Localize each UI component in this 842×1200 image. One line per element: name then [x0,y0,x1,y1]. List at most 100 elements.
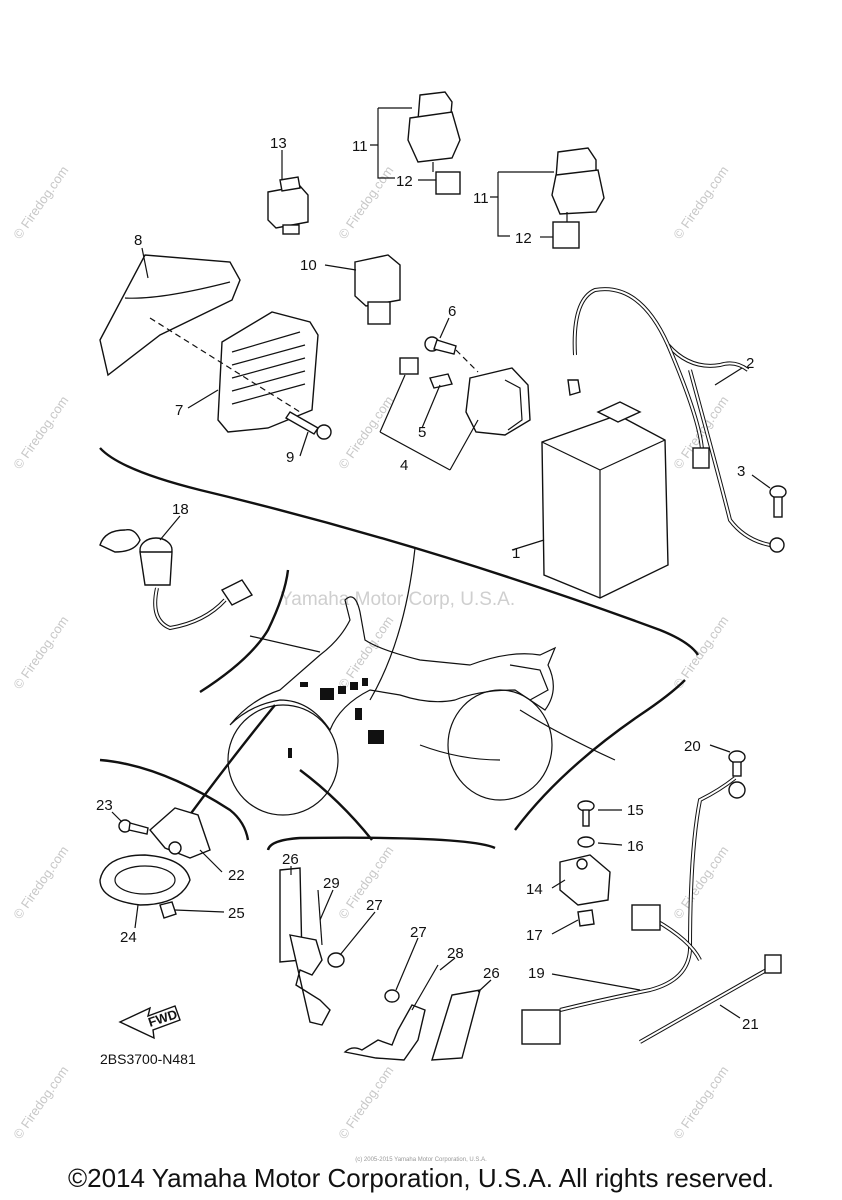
leader-lines [111,107,771,1019]
callout-16: 16 [627,838,644,855]
component-marker [320,688,334,700]
part-6-screw[interactable] [424,336,457,355]
callout-26-left: 26 [282,851,299,868]
small-print: (c) 2005-2015 Yamaha Motor Corporation, … [355,1157,487,1163]
watermark-site: © Firedog.com [335,163,396,242]
part-11-starter-relay-lower[interactable] [551,147,605,222]
callout-21: 21 [742,1016,759,1033]
part-22-horn-bracket[interactable] [149,807,211,859]
part-24-horn[interactable] [99,854,191,906]
callout-18: 18 [172,501,189,518]
callout-26-right: 26 [483,965,500,982]
part-29-bracket[interactable] [289,889,331,1026]
part-12-connector-lower[interactable] [552,221,580,249]
callout-8: 8 [134,232,142,249]
watermark-site: © Firedog.com [335,1063,396,1142]
socket-section-curve [199,569,290,694]
callout-12-lower: 12 [515,230,532,247]
callout-5: 5 [418,424,426,441]
leader-sensor [519,709,616,761]
callout-1: 1 [512,545,520,562]
watermark-site: © Firedog.com [10,163,71,242]
part-4-fuse-box-assembly[interactable] [399,357,531,436]
callout-7: 7 [175,402,183,419]
part-1-battery[interactable] [541,401,669,599]
part-26-pedal-pad-right[interactable] [431,989,481,1061]
watermark-site: © Firedog.com [10,393,71,472]
part-25-nut[interactable] [159,901,177,919]
watermark-publisher: Yamaha Motor Corp, U.S.A. [280,589,515,610]
callout-3: 3 [737,463,745,480]
callout-27-upper: 27 [366,897,383,914]
part-28-bracket[interactable] [343,964,439,1061]
part-19-wire-harness[interactable] [521,776,746,1045]
part-15-screw[interactable] [577,800,595,827]
atv-silhouette [227,596,557,816]
component-marker [338,686,346,694]
part-10-relay[interactable] [354,254,401,325]
part-11-starter-relay-upper[interactable] [407,91,461,172]
part-23-bolt[interactable] [118,819,149,835]
callout-17: 17 [526,927,543,944]
callout-11-upper: 11 [352,138,368,155]
callout-27-lower: 27 [410,924,427,941]
watermark-site: © Firedog.com [10,613,71,692]
component-marker [288,748,292,758]
part-5-fuse[interactable] [429,373,453,389]
callout-14: 14 [526,881,543,898]
part-14-lean-angle-sensor[interactable] [559,854,611,906]
part-20-bolt[interactable] [728,750,746,777]
callout-23: 23 [96,797,113,814]
part-17-nut[interactable] [577,909,595,927]
callout-13: 13 [270,135,287,152]
part-13-relay[interactable] [267,176,309,235]
part-16-washer[interactable] [577,836,595,848]
callout-10: 10 [300,257,317,274]
callout-9: 9 [286,449,294,466]
callout-19: 19 [528,965,545,982]
part-8-cover[interactable] [99,254,241,377]
front-wheel [227,704,339,816]
atv-body [229,596,557,732]
atv-rear-rack [509,664,549,701]
watermark-site: © Firedog.com [10,1063,71,1142]
part-21-lead-wire[interactable] [639,954,782,1044]
part-3-bolt[interactable] [769,485,787,518]
watermark-site: © Firedog.com [670,613,731,692]
copyright-notice: ©2014 Yamaha Motor Corporation, U.S.A. A… [67,1163,775,1193]
callout-28: 28 [447,945,464,962]
callout-12-upper: 12 [396,173,413,190]
rear-wheel [447,689,553,801]
callout-4: 4 [400,457,408,474]
component-marker [300,682,308,687]
pedal-section-curve [266,836,496,851]
part-2-battery-cable[interactable] [567,287,785,553]
callout-22: 22 [228,867,245,884]
watermark-site: © Firedog.com [335,393,396,472]
part-27-nut-left[interactable] [327,952,345,968]
leader-upper [369,547,416,701]
part-18-dc-socket[interactable] [99,529,254,631]
lean-sensor-section-curve [514,679,686,831]
callout-20: 20 [684,738,701,755]
watermark-site: © Firedog.com [10,843,71,922]
part-9-bolt[interactable] [285,411,332,440]
part-7-rectifier-regulator[interactable] [217,311,319,433]
atv-fender [419,744,501,761]
watermark-site: © Firedog.com [670,163,731,242]
callout-24: 24 [120,929,137,946]
part-27-nut-right[interactable] [384,989,400,1003]
assembly-bracket [379,374,479,471]
leader-pedal [299,769,373,841]
component-marker [368,730,384,744]
horn-section-curve [99,758,250,841]
callout-2: 2 [746,355,754,372]
component-marker [355,708,362,720]
part-12-connector-upper[interactable] [435,171,461,195]
mount-path [455,349,479,373]
watermark-site: © Firedog.com [670,843,731,922]
callout-25: 25 [228,905,245,922]
callout-29: 29 [323,875,340,892]
callout-labels: 1 2 3 4 5 6 7 8 9 10 11 11 12 12 13 14 1… [96,135,759,1067]
